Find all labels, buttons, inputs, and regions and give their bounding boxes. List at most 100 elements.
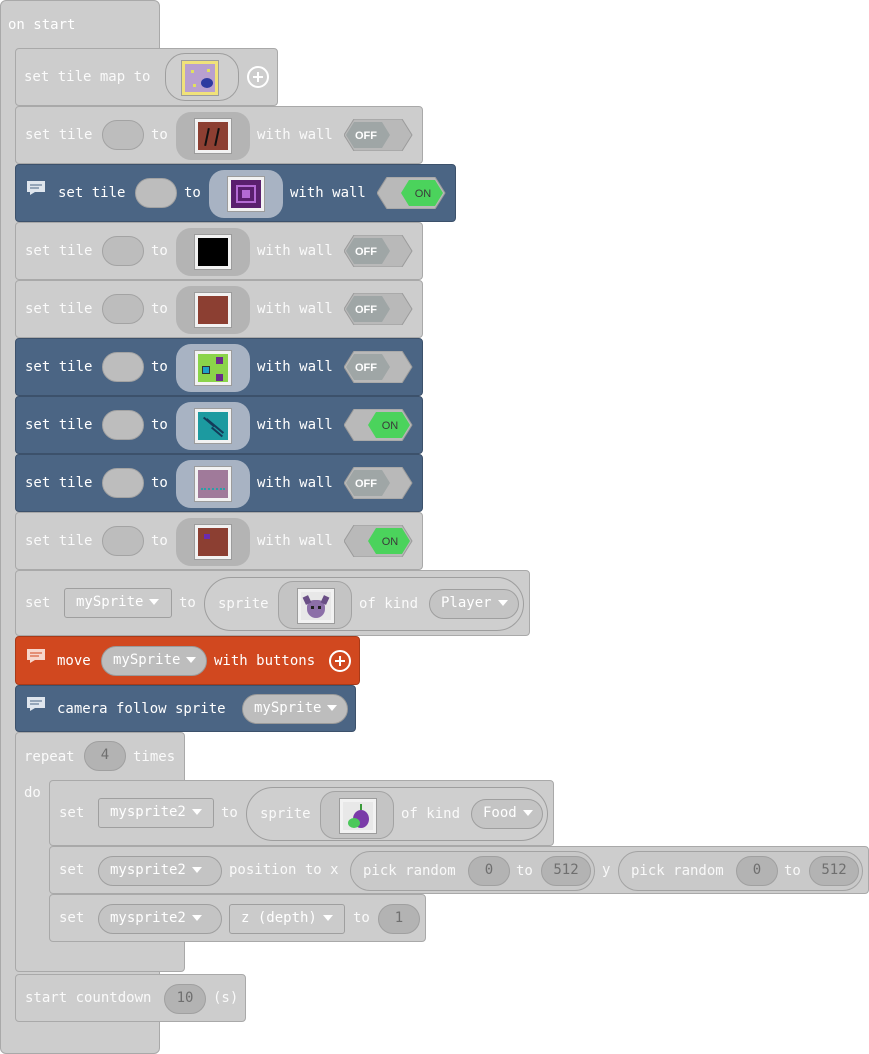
- tile-image-field[interactable]: [176, 228, 250, 276]
- to-label: to: [151, 359, 168, 375]
- set-tile-label: set tile: [25, 475, 93, 491]
- set-tile-label: set tile: [25, 127, 93, 143]
- set-tile-label: set tile: [25, 301, 93, 317]
- with-wall-label: with wall: [257, 417, 333, 433]
- tile-image-field[interactable]: [176, 518, 250, 566]
- to-label: to: [151, 417, 168, 433]
- tile-slot[interactable]: [102, 120, 144, 150]
- wall-toggle-text: OFF: [355, 478, 377, 490]
- set-sprite-block[interactable]: set mySprite to sprite of kind Player: [15, 570, 530, 636]
- wall-toggle[interactable]: OFF: [344, 351, 414, 383]
- to-label: to: [151, 301, 168, 317]
- repeat-count-input[interactable]: 4: [84, 741, 126, 771]
- set-tile-block[interactable]: set tile to with wall OFF: [15, 454, 423, 512]
- of-kind-label: of kind: [401, 806, 461, 822]
- set-tile-block[interactable]: set tile to with wall OFF: [15, 222, 423, 280]
- variable-dropdown[interactable]: mysprite2: [98, 856, 222, 886]
- min-input[interactable]: 0: [468, 856, 510, 886]
- tile-slot[interactable]: [102, 410, 144, 440]
- variable-name: mySprite: [113, 652, 181, 668]
- tile-image-field[interactable]: [176, 344, 250, 392]
- wall-toggle[interactable]: ON: [344, 525, 414, 557]
- add-icon[interactable]: [247, 66, 269, 88]
- set-depth-block[interactable]: set mysprite2 z (depth) to 1: [49, 894, 426, 942]
- set-tile-block[interactable]: set tile to with wall OFF: [15, 106, 423, 164]
- variable-dropdown[interactable]: mySprite: [64, 588, 172, 618]
- move-with-buttons-block[interactable]: move mySprite with buttons: [15, 636, 360, 685]
- set-sprite2-block[interactable]: set mysprite2 to sprite of kind Food: [49, 780, 554, 846]
- variable-name: mySprite: [254, 700, 322, 716]
- tile-slot[interactable]: [102, 236, 144, 266]
- camera-follow-block[interactable]: camera follow sprite mySprite: [15, 685, 356, 732]
- tile-image: [194, 524, 232, 560]
- with-wall-label: with wall: [257, 533, 333, 549]
- start-countdown-block[interactable]: start countdown 10 (s): [15, 974, 246, 1022]
- variable-dropdown[interactable]: mysprite2: [98, 904, 222, 934]
- sprite-label: sprite: [218, 596, 269, 612]
- do-label: do: [24, 785, 41, 801]
- tile-slot[interactable]: [102, 352, 144, 382]
- to-label: to: [353, 910, 370, 926]
- with-wall-label: with wall: [257, 301, 333, 317]
- tile-image-field[interactable]: [176, 460, 250, 508]
- sprite-image-field[interactable]: [320, 791, 394, 839]
- tile-image: [194, 408, 232, 444]
- set-position-block[interactable]: set mysprite2 position to x pick random …: [49, 846, 869, 894]
- wall-toggle[interactable]: ON: [344, 409, 414, 441]
- wall-toggle[interactable]: OFF: [344, 235, 414, 267]
- min-input[interactable]: 0: [736, 856, 778, 886]
- property-name: z (depth): [241, 910, 317, 926]
- set-tile-block[interactable]: set tile to with wall ON: [15, 164, 456, 222]
- tile-slot[interactable]: [135, 178, 177, 208]
- set-tile-block[interactable]: set tile to with wall ON: [15, 396, 423, 454]
- tilemap-image-field[interactable]: [165, 53, 239, 101]
- chevron-down-icon: [191, 867, 202, 873]
- pick-random-block[interactable]: pick random 0 to 512: [618, 851, 863, 891]
- variable-dropdown[interactable]: mySprite: [101, 646, 207, 676]
- sprite-image-field[interactable]: [278, 581, 352, 629]
- property-dropdown[interactable]: z (depth): [229, 904, 345, 934]
- with-buttons-label: with buttons: [214, 652, 316, 669]
- chevron-down-icon: [497, 600, 508, 606]
- max-input[interactable]: 512: [541, 856, 591, 886]
- countdown-input[interactable]: 10: [164, 984, 206, 1014]
- depth-input[interactable]: 1: [378, 904, 420, 934]
- repeat-label: repeat: [24, 749, 75, 765]
- set-tile-block[interactable]: set tile to with wall OFF: [15, 338, 423, 396]
- chevron-down-icon: [149, 599, 160, 605]
- kind-name: Food: [483, 805, 517, 821]
- kind-dropdown[interactable]: Player: [429, 589, 519, 619]
- kind-dropdown[interactable]: Food: [471, 799, 543, 829]
- tile-image-field[interactable]: [176, 402, 250, 450]
- comment-icon[interactable]: [27, 697, 45, 711]
- move-label: move: [57, 652, 91, 669]
- tile-slot[interactable]: [102, 468, 144, 498]
- wall-toggle[interactable]: OFF: [344, 293, 414, 325]
- wall-toggle[interactable]: OFF: [344, 467, 414, 499]
- wall-toggle[interactable]: OFF: [344, 119, 414, 151]
- set-tile-label: set tile: [25, 533, 93, 549]
- sprite-block[interactable]: sprite of kind Player: [204, 577, 524, 631]
- comment-icon[interactable]: [27, 181, 45, 195]
- tile-slot[interactable]: [102, 294, 144, 324]
- variable-dropdown[interactable]: mysprite2: [98, 798, 214, 828]
- tile-slot[interactable]: [102, 526, 144, 556]
- tile-image-field[interactable]: [176, 286, 250, 334]
- tile-image-field[interactable]: [209, 170, 283, 218]
- max-input[interactable]: 512: [809, 856, 859, 886]
- set-tile-label: set tile: [58, 185, 126, 201]
- kind-name: Player: [441, 595, 492, 611]
- set-tile-block[interactable]: set tile to with wall OFF: [15, 280, 423, 338]
- variable-dropdown[interactable]: mySprite: [242, 694, 348, 724]
- position-to-x-label: position to x: [229, 862, 339, 878]
- wall-toggle-text: ON: [415, 188, 432, 200]
- add-icon[interactable]: [329, 650, 351, 672]
- tile-image: [227, 176, 265, 212]
- set-tile-block[interactable]: set tile to with wall ON: [15, 512, 423, 570]
- pick-random-block[interactable]: pick random 0 to 512: [350, 851, 595, 891]
- tile-image-field[interactable]: [176, 112, 250, 160]
- wall-toggle[interactable]: ON: [377, 177, 447, 209]
- sprite-block[interactable]: sprite of kind Food: [246, 787, 548, 841]
- set-tilemap-block[interactable]: set tile map to: [15, 48, 278, 106]
- comment-icon[interactable]: [27, 649, 45, 663]
